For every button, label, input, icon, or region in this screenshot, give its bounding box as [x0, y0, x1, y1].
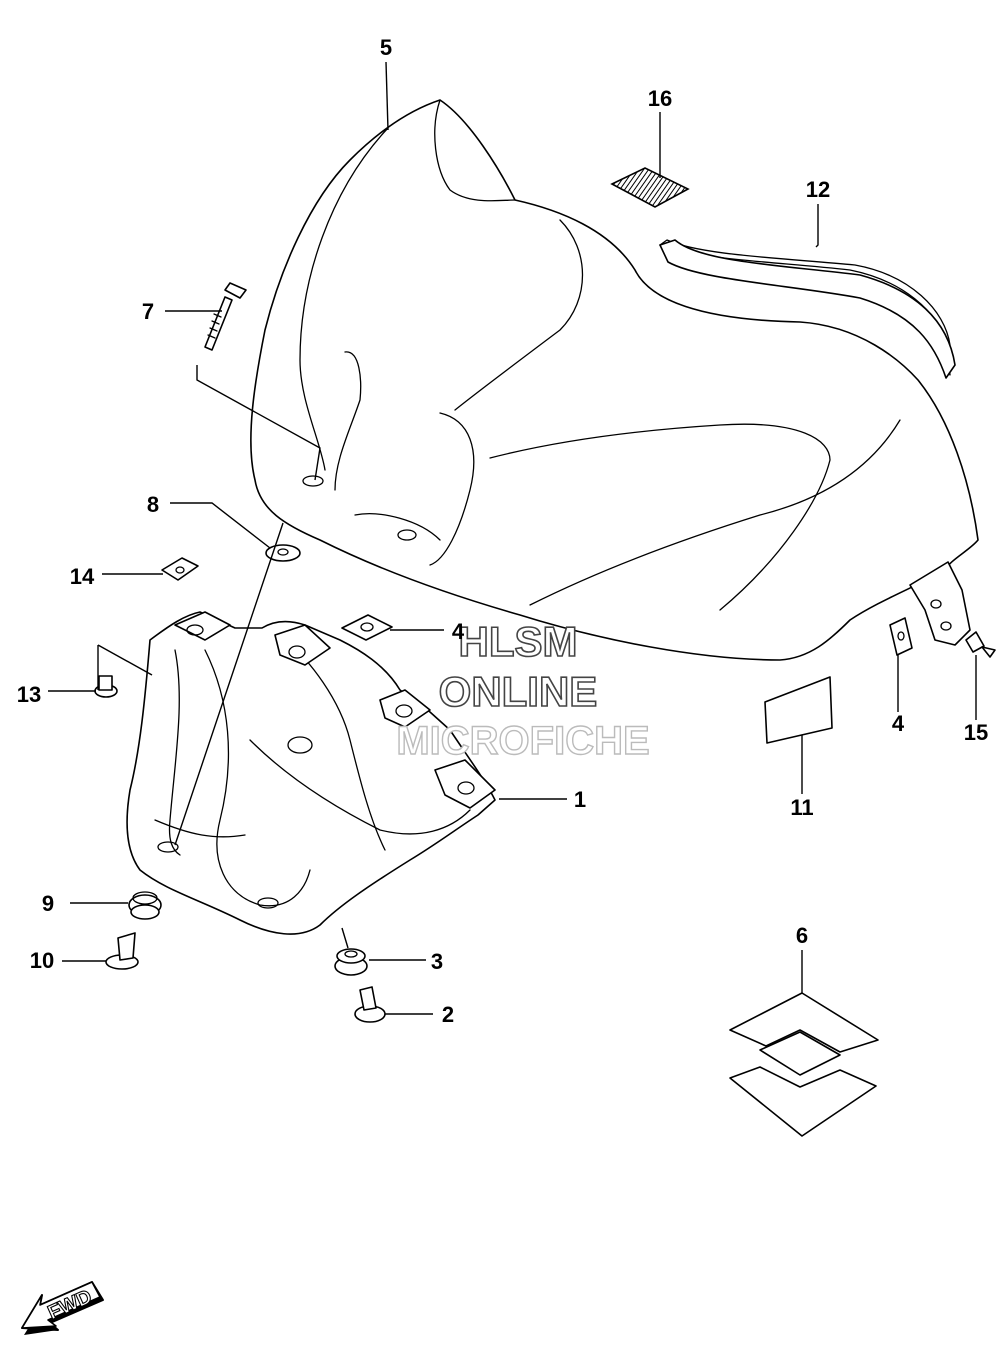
callout-12: 12	[806, 177, 830, 202]
bolt-part-7	[204, 282, 247, 351]
callout-8: 8	[147, 492, 159, 517]
watermark: HLSM ONLINE MICROFICHE	[396, 617, 651, 764]
watermark-line-1: HLSM	[459, 618, 578, 665]
callout-11: 11	[790, 795, 813, 820]
callout-3: 3	[431, 949, 443, 974]
callout-5: 5	[380, 35, 392, 60]
fwd-arrow: FWD	[21, 1281, 104, 1335]
watermark-line-2: ONLINE	[439, 668, 598, 715]
callout-7: 7	[142, 299, 154, 324]
leader-lines	[48, 61, 977, 1015]
rivet-part-15	[965, 631, 996, 658]
callout-4-right: 4	[892, 711, 905, 736]
emblem-part-6	[729, 992, 879, 1137]
callout-9: 9	[42, 891, 54, 916]
callout-6: 6	[796, 923, 808, 948]
trim-strip-part-12	[659, 239, 956, 379]
callout-10: 10	[30, 948, 54, 973]
callout-15: 15	[964, 720, 988, 745]
callout-1: 1	[574, 787, 586, 812]
grommet-part-9	[128, 891, 162, 920]
label-part-11	[764, 676, 833, 744]
callout-14: 14	[70, 564, 95, 589]
watermark-line-3: MICROFICHE	[396, 719, 649, 763]
nut-part-4-upper	[341, 614, 393, 641]
callout-labels: 1 2 3 4 4 5 6 7 8 9 10 11 12 13 14 15 16	[17, 35, 988, 1027]
callout-4-upper: 4	[452, 619, 465, 644]
callout-13: 13	[17, 682, 41, 707]
grommet-part-3	[334, 948, 368, 976]
nut-part-4-right	[889, 617, 913, 656]
label-part-16	[610, 167, 690, 208]
collar-part-10	[105, 932, 139, 970]
screw-part-2	[354, 986, 386, 1023]
callout-2: 2	[442, 1002, 454, 1027]
inner-panel-part-1	[126, 611, 496, 935]
clip-part-14	[161, 557, 199, 581]
callout-16: 16	[648, 86, 672, 111]
